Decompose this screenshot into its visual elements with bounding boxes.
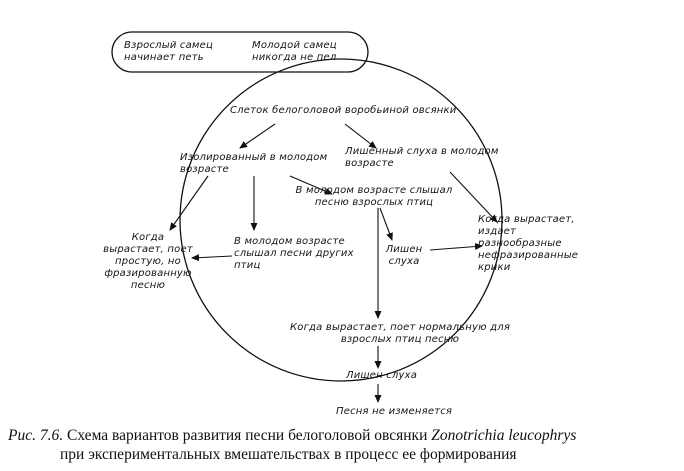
node-simple-song: Когда вырастает, поет простую, но фразир… xyxy=(103,232,193,291)
caption-line1-text: Схема вариантов развития песни белоголов… xyxy=(66,427,428,444)
node-cries: Когда вырастает, издает разнообразные не… xyxy=(478,214,579,273)
figure-caption: Рис. 7.6. Схема вариантов развития песни… xyxy=(8,426,680,464)
experiment-circle xyxy=(179,58,503,382)
node-deafened-after: Лишен слуха xyxy=(385,244,423,267)
caption-line2: при экспериментальных вмешательствах в п… xyxy=(60,446,517,463)
arrow-adults-deafened xyxy=(379,207,393,241)
node-deafened-young: Лишенный слуха в молодом возрасте xyxy=(345,146,499,169)
node-heard-others: В молодом возрасте слышал песни других п… xyxy=(234,236,354,271)
arrow-root-isolated xyxy=(239,123,276,149)
arrow-deafened-cries xyxy=(449,171,498,223)
figure-number: Рис. 7.6. xyxy=(8,427,64,444)
arrow-deafened-after-cries xyxy=(429,243,483,251)
arrow-isolated-adults xyxy=(289,175,333,195)
node-unchanged: Песня не изменяется xyxy=(336,406,453,417)
time-capsule xyxy=(111,31,369,73)
capsule-label-adult-sings: Взрослый самец начинает петь xyxy=(124,40,214,63)
arrow-isolated-simple xyxy=(169,175,209,231)
node-root: Слеток белоголовой воробьиной овсянки xyxy=(230,105,457,116)
node-isolated: Изолированный в молодом возрасте xyxy=(180,152,328,175)
arrow-root-deafened xyxy=(344,123,377,149)
node-normal-song: Когда вырастает, поет нормальную для взр… xyxy=(289,322,511,345)
species-name: Zonotrichia leucophrys xyxy=(431,427,577,444)
capsule-label-young-never-sang: Молодой самец никогда не пел xyxy=(252,40,337,63)
node-heard-adults: В молодом возрасте слышал песню взрослых… xyxy=(295,185,453,208)
arrow-others-simple xyxy=(191,254,233,262)
node-deafened-adult: Лишен слуха xyxy=(346,370,418,381)
arrows xyxy=(169,123,498,403)
